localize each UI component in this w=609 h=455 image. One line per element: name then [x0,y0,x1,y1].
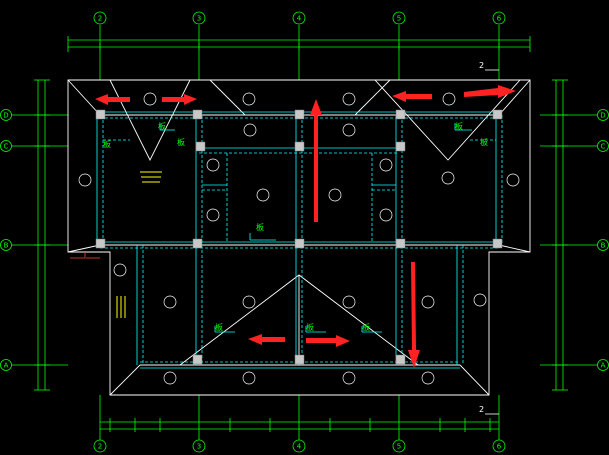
section-mark-bottom: 2 [479,405,484,414]
arrow-bottom-east [306,335,350,347]
arrow-bottom-west [248,334,285,345]
room-label: 板 [177,137,185,147]
grid-label-bottom: 4 [297,443,302,451]
arrow-top-left-west [95,94,130,105]
load-arrows [95,85,516,368]
grid-label-right: C [601,143,606,151]
room-label: 板 [480,137,488,147]
arrow-top-right-east [464,85,516,98]
arrow-top-right-west [392,91,432,102]
room-label: 板 [306,322,314,332]
columns [95,109,503,365]
grid-label-top: 5 [397,15,401,23]
room-label: 板 [158,121,166,131]
section-mark-top: 2 [479,61,484,70]
arrow-top-left-east [162,94,197,105]
grid-label-top: 2 [98,15,102,23]
room-label: 板 [455,121,463,131]
grid-label-right: D [600,112,605,120]
yellow-note-lines [116,171,162,318]
grid-label-bottom: 3 [197,443,201,451]
grid-label-left: C [4,143,9,151]
grid-axes [0,11,609,453]
section-marks: 2 2 [479,61,484,414]
grid-label-top: 4 [297,15,302,23]
grid-label-top: 3 [197,15,201,23]
grid-label-bottom: 2 [98,443,102,451]
grid-label-right: B [601,242,606,250]
grid-label-right: A [601,362,606,370]
grid-label-left: A [4,362,9,370]
slab-markers [78,92,520,385]
arrow-top-center-north [310,99,322,222]
grid-label-left: B [4,242,9,250]
grid-label-left: D [3,112,8,120]
room-label: 板 [362,322,370,332]
grid-bubble-labels: 2 3 4 5 6 2 3 4 5 6 D C B A D C B A [3,15,605,451]
grid-label-bottom: 5 [397,443,401,451]
room-label: 板 [215,322,223,332]
grid-label-bottom: 6 [497,443,502,451]
room-label: 板 [103,139,111,149]
room-label: 板 [256,222,264,232]
section-mark-lines [485,69,499,415]
room-labels: 板 板 板 板 板 板 板 板 板 [103,121,488,332]
arrow-right-south [408,262,420,368]
grid-label-top: 6 [497,15,502,23]
red-detail-mark [70,252,100,259]
